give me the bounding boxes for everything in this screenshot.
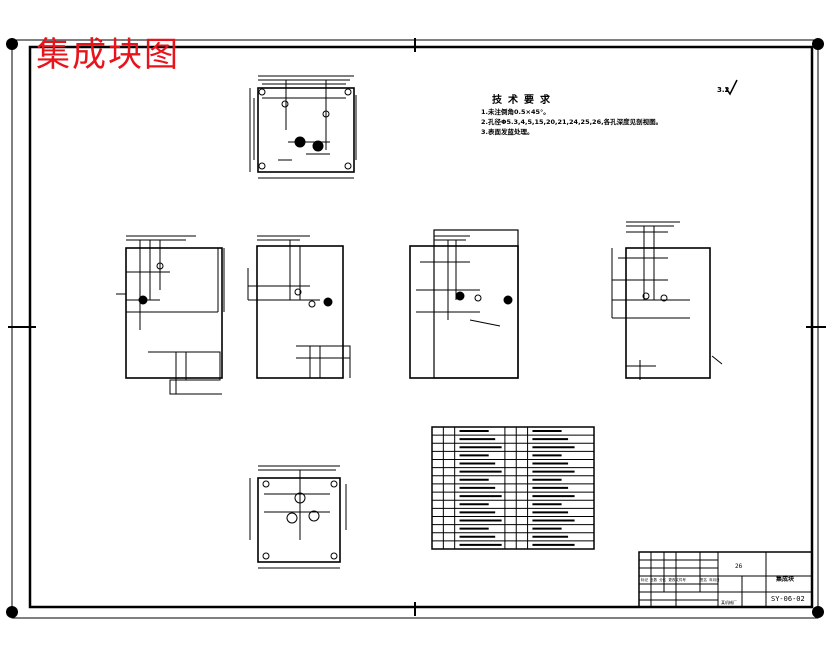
inner-border	[28, 45, 814, 609]
bottom-view	[249, 465, 347, 569]
center-marks	[8, 38, 826, 616]
side-view-2	[409, 229, 519, 379]
outer-frame	[11, 39, 819, 619]
part-name: 集成块	[775, 575, 795, 583]
side-view-1	[247, 235, 351, 379]
title-block-row-2: 签名 年月日	[700, 577, 720, 582]
title-block-text: 26 集成块 SY-06-02 标记 处数 分区 更改文件号 签名 年月日 某机…	[641, 563, 805, 605]
drawing-number: SY-06-02	[771, 595, 805, 603]
hole-table-border	[431, 426, 595, 550]
page-title: 集成块图	[36, 35, 180, 75]
corner-marks	[6, 38, 824, 618]
side-view-3	[611, 221, 723, 380]
top-view	[249, 75, 357, 179]
org-label: 某机械厂	[721, 599, 737, 605]
note-line-3: 3.表面发蓝处理。	[481, 127, 534, 136]
title-block	[638, 551, 813, 608]
front-view	[116, 235, 225, 395]
technical-notes: 技术要求 1.未注倒角0.5×45°。 2.孔径Φ5.3,4,5,15,20,2…	[481, 93, 662, 136]
notes-heading: 技术要求	[492, 93, 556, 106]
note-line-1: 1.未注倒角0.5×45°。	[481, 107, 550, 116]
roughness-symbol: 3.2	[717, 79, 738, 96]
title-block-row-1: 标记 处数 分区 更改文件号	[641, 577, 686, 582]
note-line-2: 2.孔径Φ5.3,4,5,15,20,21,24,25,26,各孔深度见剖视图。	[481, 117, 662, 126]
hole-table	[431, 426, 595, 550]
roughness-value: 3.2	[717, 86, 730, 94]
scale-number: 26	[735, 563, 743, 570]
